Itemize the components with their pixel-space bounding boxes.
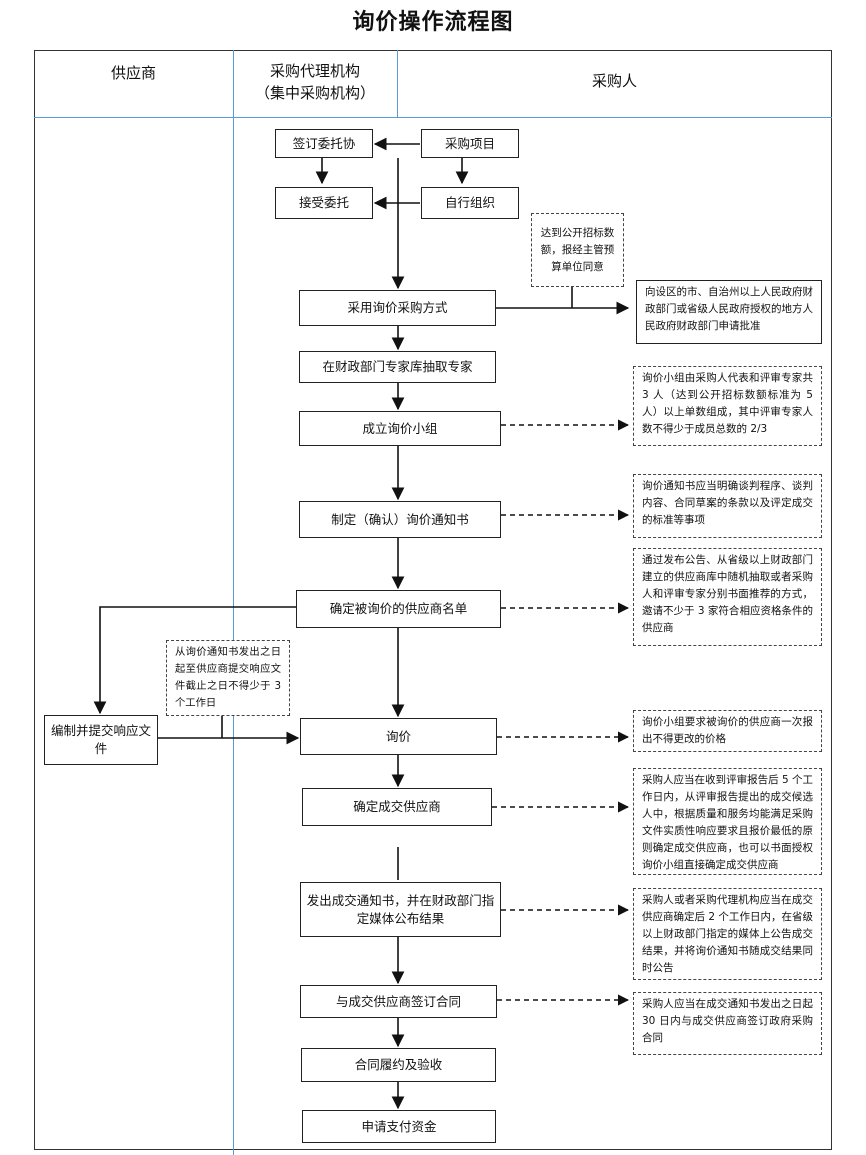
step-form-group: 成立询价小组 xyxy=(299,411,501,446)
step-sign-entrust: 签订委托协 xyxy=(275,129,373,158)
lane-agency: 采购代理机构 （集中采购机构） xyxy=(233,60,397,104)
step-sign-contract: 与成交供应商签订合同 xyxy=(300,985,497,1018)
step-purchase-project: 采购项目 xyxy=(421,129,519,158)
step-inquiry: 询价 xyxy=(300,718,497,755)
step-prepare-response: 编制并提交响应文件 xyxy=(44,715,158,765)
diagram-frame xyxy=(34,50,832,1150)
note-deadline: 从询价通知书发出之日起至供应商提交响应文件截止之日不得少于 3 个工作日 xyxy=(166,640,290,716)
note-determine-rule: 采购人应当在收到评审报告后 5 个工作日内，从评审报告提出的成交候选人中，根据质… xyxy=(633,768,822,875)
step-apply-payment: 申请支付资金 xyxy=(302,1110,496,1143)
note-notice-content: 询价通知书应当明确谈判程序、谈判内容、合同草案的条款以及评定成交的标准等事项 xyxy=(633,474,822,538)
note-threshold: 达到公开招标数额，报经主管预算单位同意 xyxy=(531,213,624,287)
note-one-quote: 询价小组要求被询价的供应商一次报出不得更改的价格 xyxy=(633,710,822,752)
lane-header-divider xyxy=(34,117,832,118)
lane-agency-line1: 采购代理机构 xyxy=(269,62,360,80)
note-group-composition: 询价小组由采购人代表和评审专家共 3 人（达到公开招标数额标准为 5 人）以上单… xyxy=(633,366,822,446)
step-perform-accept: 合同履约及验收 xyxy=(301,1048,496,1082)
lane-divider-right xyxy=(397,50,398,117)
lane-supplier: 供应商 xyxy=(110,64,156,82)
step-determine-list: 确定被询价的供应商名单 xyxy=(296,590,501,628)
step-extract-experts: 在财政部门专家库抽取专家 xyxy=(299,351,496,383)
step-accept-entrust: 接受委托 xyxy=(275,187,373,219)
lane-agency-line2: （集中采购机构） xyxy=(254,84,375,102)
note-approval: 向设区的市、自治州以上人民政府财政部门或省级人民政府授权的地方人民政府财政部门申… xyxy=(636,280,822,344)
lane-divider-left xyxy=(233,50,234,1155)
page-title: 询价操作流程图 xyxy=(352,10,514,35)
step-self-organize: 自行组织 xyxy=(421,187,519,219)
note-contract-rule: 采购人应当在成交通知书发出之日起 30 日内与成交供应商签订政府采购合同 xyxy=(633,992,822,1055)
step-determine-supplier: 确定成交供应商 xyxy=(302,788,492,826)
lane-purchaser: 采购人 xyxy=(591,72,637,90)
note-announce-rule: 采购人或者采购代理机构应当在成交供应商确定后 2 个工作日内，在省级以上财政部门… xyxy=(633,888,822,980)
step-use-inquiry: 采用询价采购方式 xyxy=(299,290,496,326)
step-make-notice: 制定（确认）询价通知书 xyxy=(299,501,501,538)
step-issue-notice: 发出成交通知书，并在财政部门指定媒体公布结果 xyxy=(300,882,501,937)
note-list-method: 通过发布公告、从省级以上财政部门建立的供应商库中随机抽取或者采购人和评审专家分别… xyxy=(633,548,822,646)
